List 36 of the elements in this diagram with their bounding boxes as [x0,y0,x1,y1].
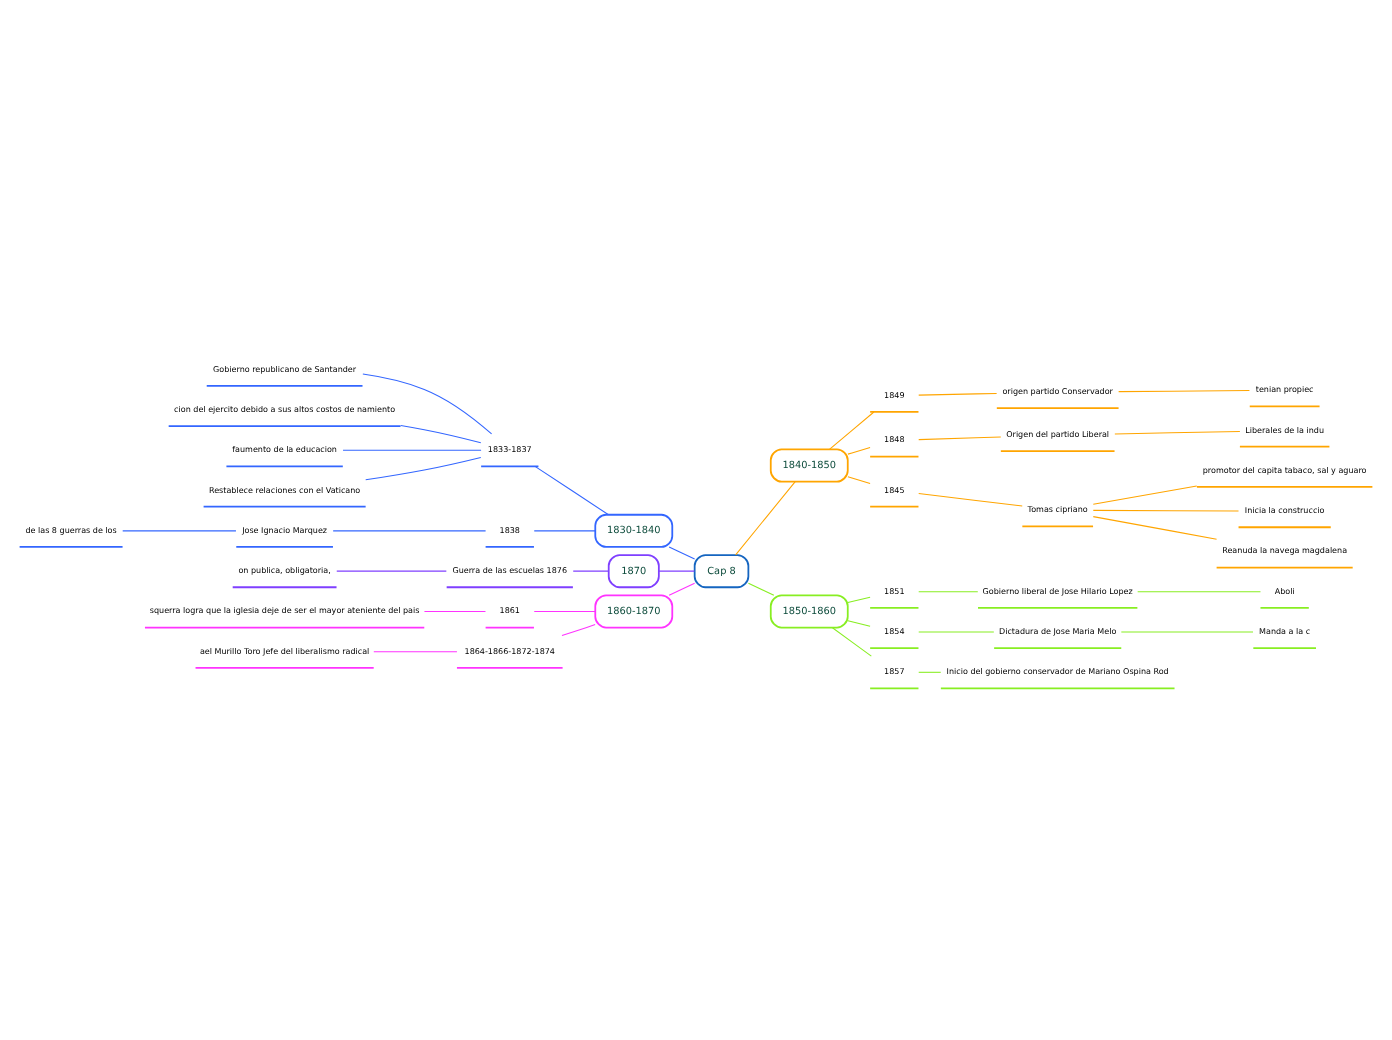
connector [735,480,796,555]
connector [362,372,493,434]
connector [122,529,237,531]
connector [918,391,998,395]
connector [400,423,482,443]
connector [1137,590,1261,592]
connector [572,569,610,571]
connector [918,491,1023,506]
connector [1114,429,1241,434]
connector [918,670,942,672]
connector [668,581,696,595]
connector [847,445,871,454]
connector [847,595,871,603]
connector [561,623,596,636]
connector [342,448,482,450]
connector [668,545,696,559]
connector [831,626,872,656]
connector [533,529,596,531]
connector [332,529,487,531]
connector [747,581,775,595]
connector [658,569,695,571]
connector [847,475,871,484]
connector [828,410,875,449]
connector [1118,389,1250,392]
connector [918,435,1002,440]
connector [423,609,486,611]
connector [533,609,596,611]
connector [1092,508,1240,511]
connector [534,465,609,515]
connector [1092,515,1218,539]
connector [365,455,482,480]
connector [847,619,871,626]
connector [373,650,458,652]
connector [918,590,979,592]
connector [1092,484,1198,504]
connector [336,569,447,571]
